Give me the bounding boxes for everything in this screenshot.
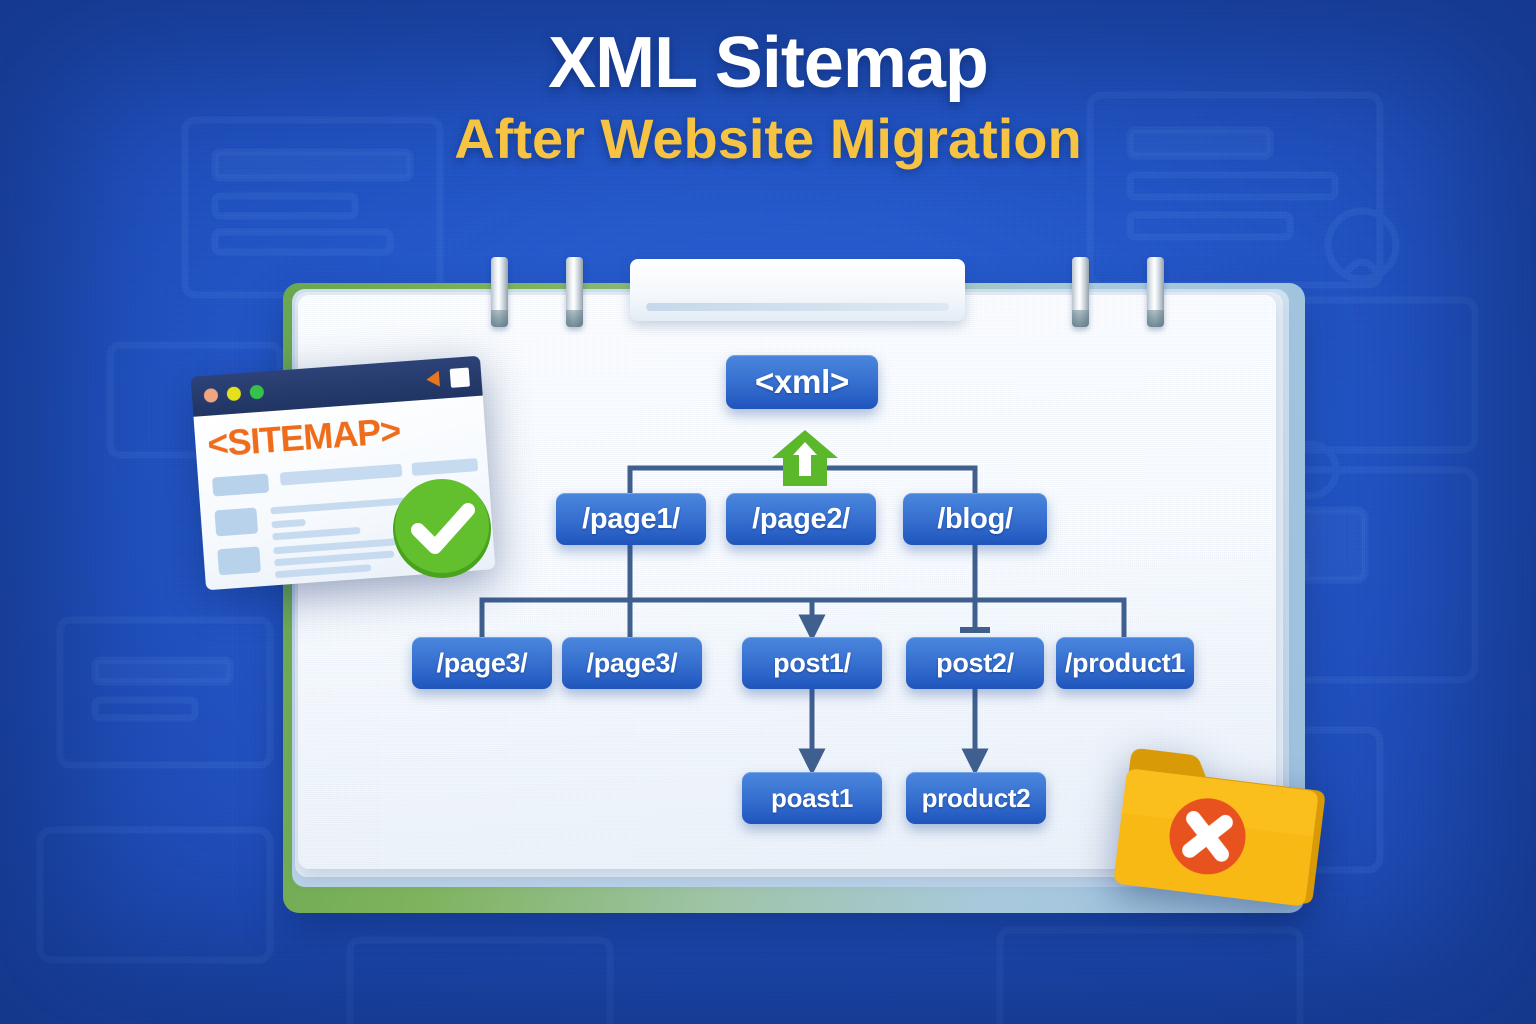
- binding-ring: [566, 257, 583, 327]
- window-maximize-dot[interactable]: [249, 384, 265, 400]
- placeholder-line: [411, 458, 479, 476]
- placeholder-block: [211, 473, 270, 497]
- node-poast1[interactable]: poast1: [742, 772, 882, 824]
- placeholder-line: [271, 518, 306, 529]
- node-blog[interactable]: /blog/: [903, 493, 1047, 545]
- placeholder-block: [214, 507, 259, 537]
- binding-ring: [491, 257, 508, 327]
- placeholder-block: [217, 546, 262, 576]
- success-check-badge: [393, 479, 491, 578]
- node-page2[interactable]: /page2/: [726, 493, 876, 545]
- binding-ring: [1072, 257, 1089, 327]
- window-minimize-dot[interactable]: [226, 386, 242, 402]
- titlebar-spacer: [273, 380, 427, 391]
- node-product1[interactable]: /product1: [1056, 637, 1194, 689]
- placeholder-line: [275, 564, 372, 579]
- node-xml-root[interactable]: <xml>: [726, 355, 878, 409]
- node-page1[interactable]: /page1/: [556, 493, 706, 545]
- node-post1[interactable]: post1/: [742, 637, 882, 689]
- placeholder-line: [272, 526, 361, 541]
- node-page3-a[interactable]: /page3/: [412, 637, 552, 689]
- node-product2[interactable]: product2: [906, 772, 1046, 824]
- error-folder-icon: [1114, 748, 1325, 906]
- node-post2[interactable]: post2/: [906, 637, 1044, 689]
- home-upload-icon: [772, 430, 838, 486]
- page-subtitle: After Website Migration: [454, 106, 1082, 170]
- placeholder-line: [279, 463, 403, 486]
- title-block: XML Sitemap After Website Migration: [0, 23, 1536, 170]
- play-triangle-icon[interactable]: [425, 370, 440, 388]
- node-page3-b[interactable]: /page3/: [562, 637, 702, 689]
- square-button-icon[interactable]: [449, 367, 470, 388]
- notebook-tab-label: [630, 259, 965, 321]
- window-close-dot[interactable]: [203, 387, 219, 403]
- page-title: XML Sitemap: [548, 23, 989, 103]
- sitemap-heading: <SITEMAP>: [206, 409, 402, 465]
- binding-ring: [1147, 257, 1164, 327]
